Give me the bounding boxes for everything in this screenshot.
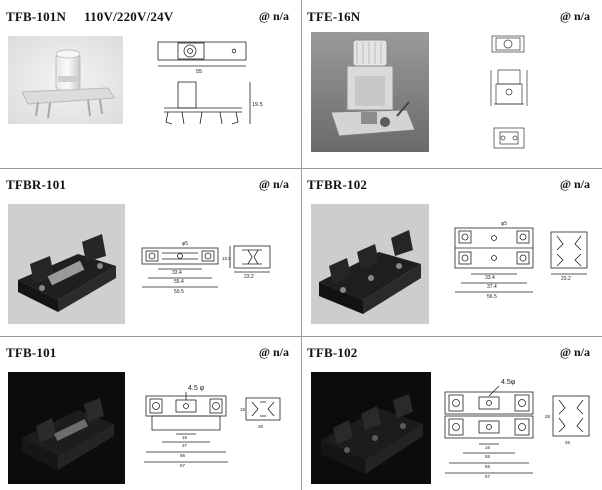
product-photo (8, 204, 125, 324)
product-name: TFB-101N (6, 9, 67, 24)
dim-a: 33.4 (172, 270, 182, 276)
dim-d: 67 (180, 463, 186, 468)
dim-b: 55 (485, 454, 491, 459)
dim-c: 66 (180, 453, 186, 458)
product-cell-tfb-101n: TFB-101N 110V/220V/24V @ n/a (0, 0, 301, 168)
product-photo (311, 204, 429, 324)
product-cell-tfbr-102: TFBR-102 @ n/a (301, 168, 602, 336)
dim-side: 26 (565, 440, 571, 445)
dim-c: 59.5 (174, 289, 184, 295)
row-divider-2 (0, 336, 602, 337)
dim-hole: 4.5φ (501, 379, 516, 386)
dim-b: 37.4 (487, 284, 497, 290)
product-price: @ n/a (258, 9, 289, 23)
dim-hole: φ5 (501, 221, 507, 227)
dim-b: 55.4 (174, 279, 184, 285)
product-price: @ n/a (559, 177, 590, 191)
dim-c: 56.5 (487, 294, 497, 300)
dim-b: 37 (182, 443, 188, 448)
dim-side: 23.2 (244, 274, 254, 280)
technical-drawing: φ5 33.4 37.4 56.5 23.2 (451, 216, 601, 302)
dim-height: 19.5 (252, 102, 263, 108)
product-photo (8, 36, 123, 124)
dim-a: 16 (485, 445, 491, 450)
product-cell-tfb-102: TFB-102 @ n/a 4.5φ (301, 336, 602, 490)
product-name: TFE-16N (307, 9, 361, 24)
column-divider (301, 0, 302, 490)
product-cell-tfbr-101: TFBR-101 @ n/a φ5 (0, 168, 301, 336)
row-divider-1 (0, 168, 602, 169)
product-price: @ n/a (258, 345, 289, 359)
product-cell-tfb-101: TFB-101 @ n/a 4.5 φ (0, 336, 301, 490)
dim-hole: 4.5 φ (188, 385, 205, 392)
dim-side: 23.2 (561, 276, 571, 282)
dim-side-h: 15 (240, 407, 246, 412)
product-price: @ n/a (559, 9, 590, 23)
dim-d: 57 (485, 474, 491, 479)
product-price: @ n/a (559, 345, 590, 359)
technical-drawing: 4.5 φ 16 37 66 67 15 26 (140, 382, 290, 472)
dim-width: 55 (196, 69, 202, 75)
dim-a: 33.4 (485, 275, 495, 281)
dim-hole: φ5 (182, 241, 188, 247)
product-price: @ n/a (258, 177, 289, 191)
product-name: TFBR-101 (6, 177, 67, 192)
product-photo (311, 32, 429, 152)
technical-drawing (486, 30, 536, 160)
product-name: TFBR-102 (307, 177, 368, 192)
dim-side-h: 28 (545, 414, 551, 419)
dim-side-h: 15.5 (222, 256, 231, 261)
dim-c: 56 (485, 464, 491, 469)
dim-side: 26 (258, 424, 264, 429)
technical-drawing: φ5 33.4 55.4 59.5 15.5 23.2 (138, 238, 298, 302)
product-name: TFB-101 (6, 345, 57, 360)
product-cell-tfe-16n: TFE-16N @ n/a (301, 0, 602, 168)
technical-drawing: 4.5φ 16 55 56 57 28 (441, 376, 599, 484)
dim-a: 16 (182, 435, 188, 440)
product-photo (311, 372, 431, 484)
product-voltage: 110V/220V/24V (84, 9, 174, 24)
technical-drawing: 55 19.5 (150, 36, 270, 144)
product-photo (8, 372, 125, 484)
product-name: TFB-102 (307, 345, 358, 360)
